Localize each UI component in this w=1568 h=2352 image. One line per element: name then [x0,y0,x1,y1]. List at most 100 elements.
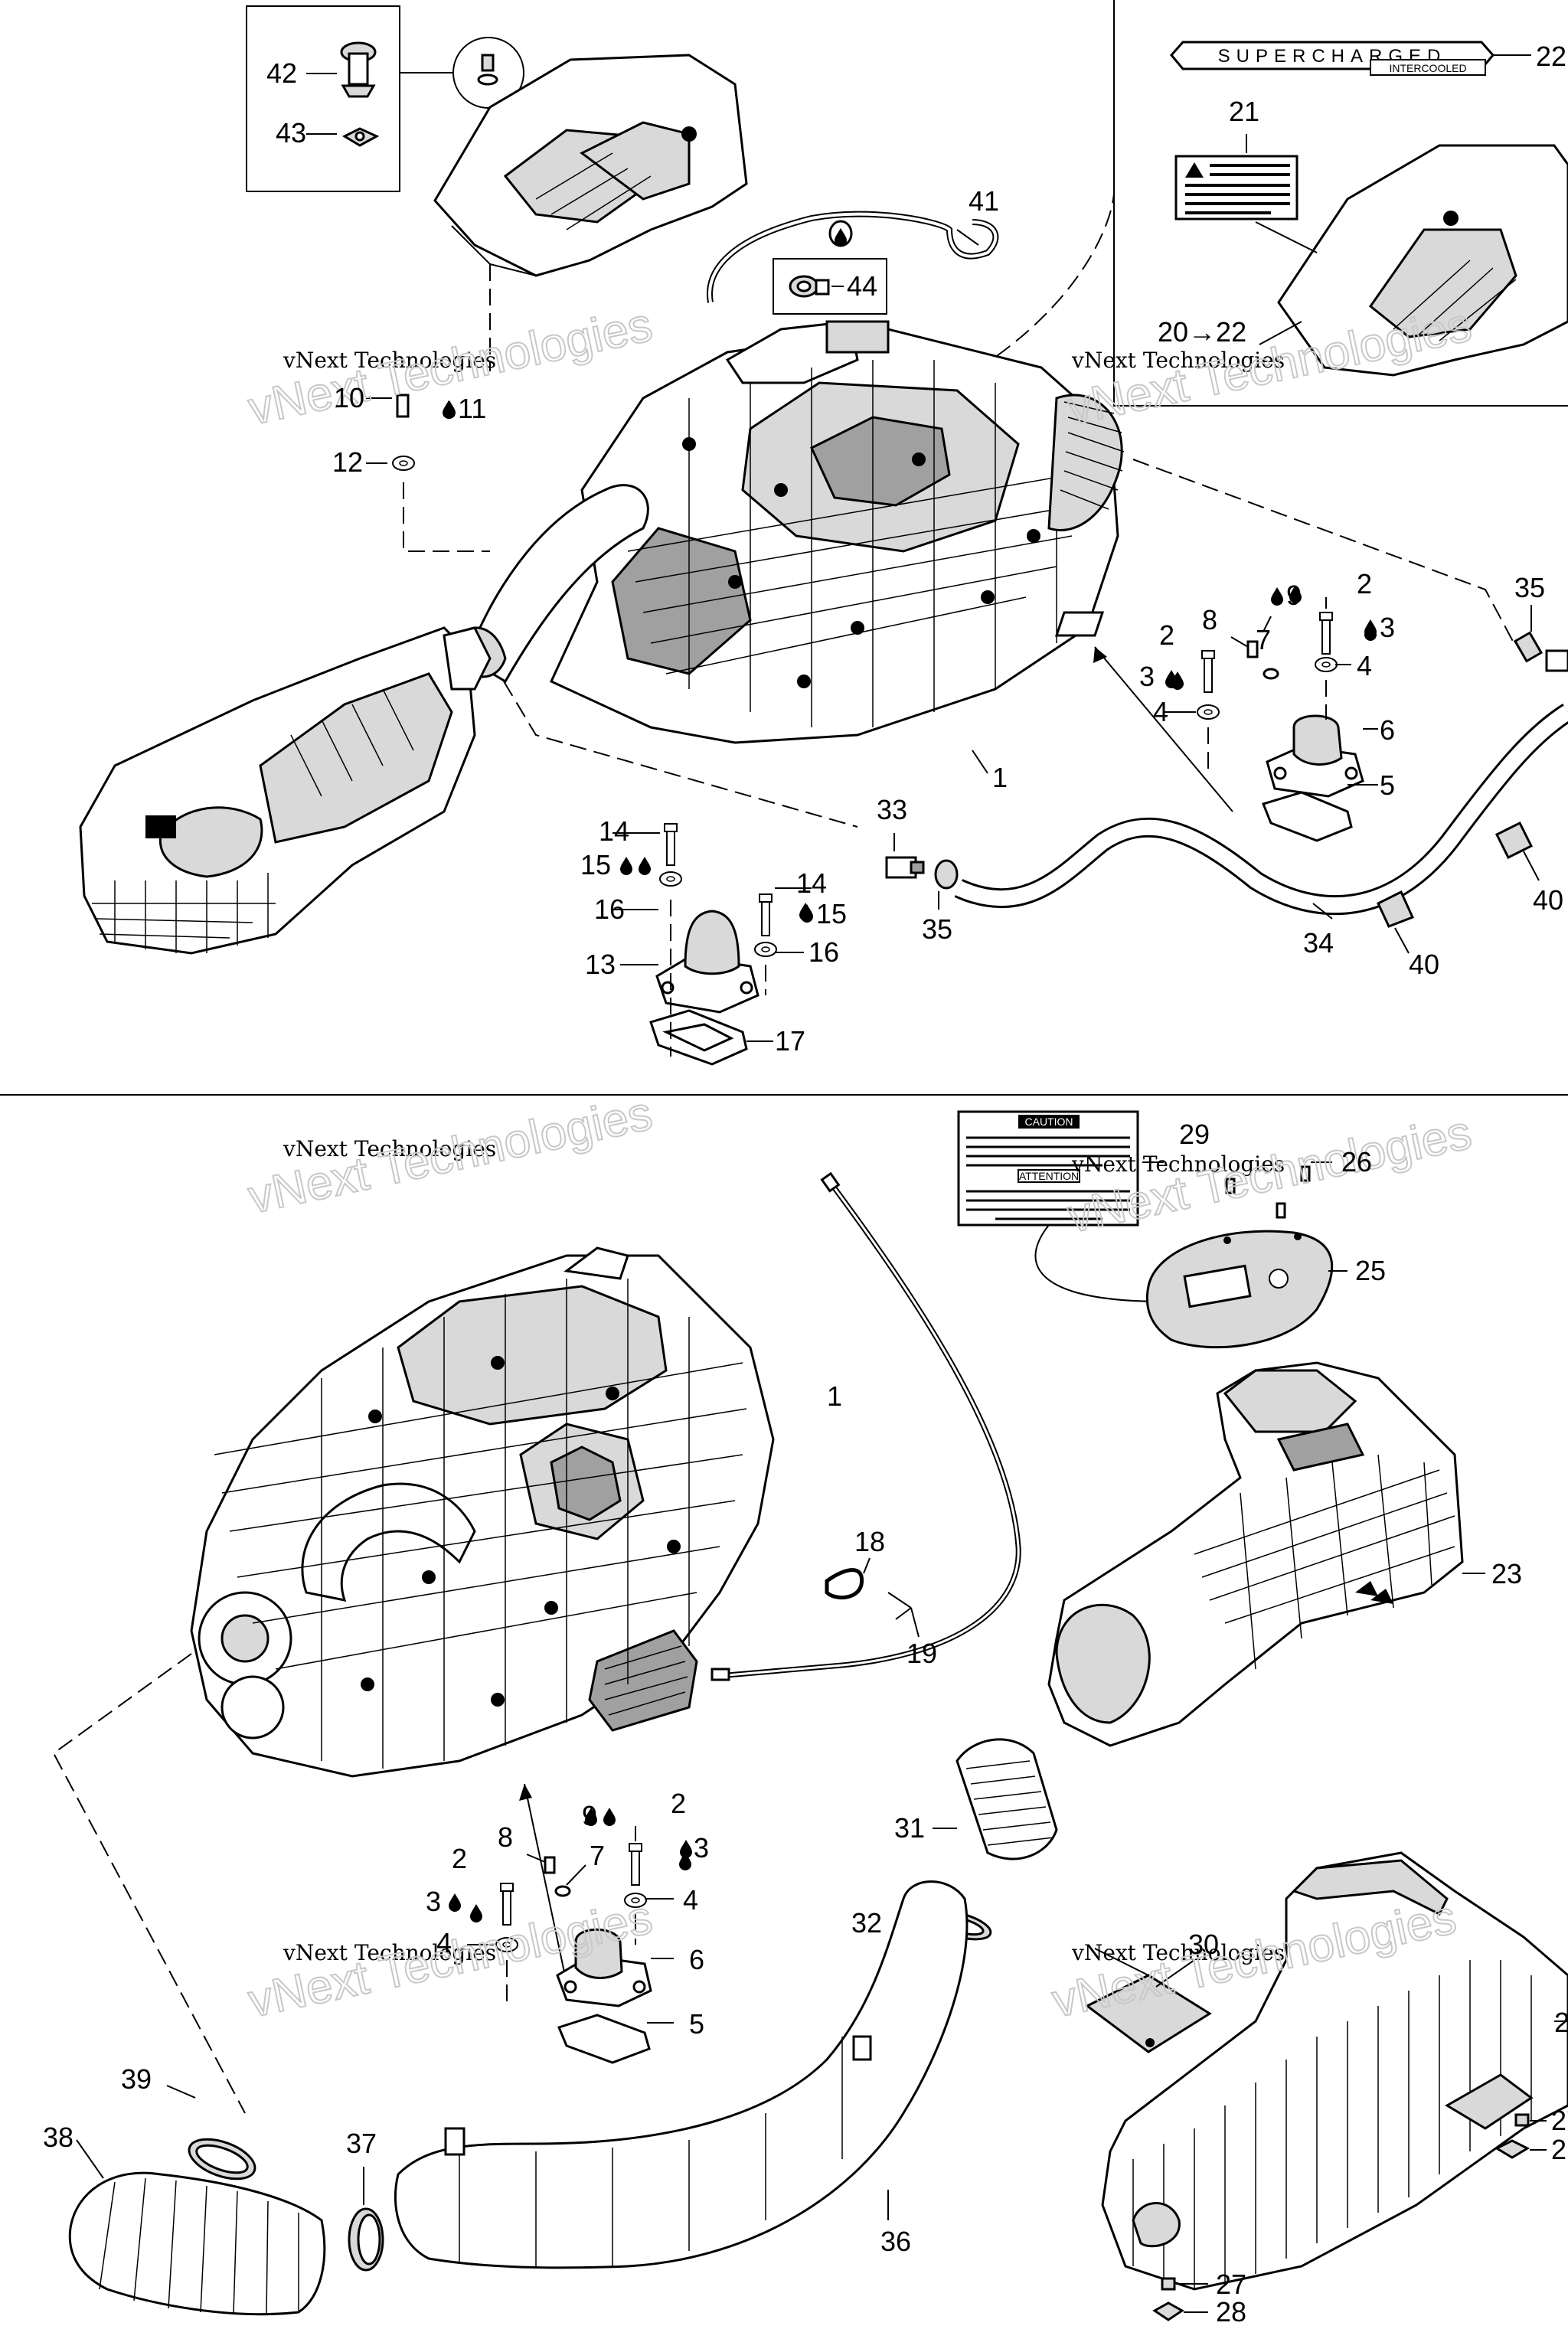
callout-43: 43 [276,117,306,149]
callout-39: 39 [121,2063,152,2095]
callout-10: 10 [334,382,364,413]
engine-mount-13 [655,910,760,1014]
engine-mount-6-top [1266,714,1364,798]
clamp-44 [789,275,830,298]
callout-34: 34 [1303,927,1334,959]
callout-4a: 4 [1357,650,1372,681]
caution-label-29: CAUTION ATTENTION [957,1110,1139,1227]
watermark-bottom-left: vNext Technologies [283,1136,496,1161]
callout-42: 42 [266,57,297,89]
sleeve-31 [956,1738,1058,1860]
callout-3b: 3 [1139,661,1155,692]
callout-2a: 2 [1357,568,1372,599]
callout-26: 26 [1341,1146,1372,1178]
callout-3a-bottom: 3 [694,1832,709,1864]
callout-33: 33 [877,794,907,825]
quick-fastener-42 [340,41,377,98]
watermark-mid-left: vNext Technologies [283,1940,496,1965]
sleeve-38 [68,2171,326,2316]
callout-38: 38 [43,2122,74,2153]
callout-14b: 14 [796,867,827,899]
mount-shim-17 [649,1009,748,1066]
callout-13: 13 [585,949,616,980]
callout-16b: 16 [808,936,839,968]
cover-30 [1085,1974,1212,2053]
callout-40a: 40 [1533,884,1563,916]
callout-27b: 27 [1216,2269,1246,2300]
callout-44: 44 [847,270,877,302]
mount-shim-5-top [1261,791,1353,842]
callout-3a: 3 [1380,612,1395,643]
engine-cover-top [433,54,748,277]
attention-text: ATTENTION [1019,1170,1079,1182]
screw-26a [1225,1178,1236,1194]
callout-2a-bottom: 2 [671,1788,686,1819]
callout-11-group: 11 [443,393,486,424]
callout-6: 6 [1380,714,1395,746]
callout-35a: 35 [1514,572,1545,603]
callouts-top: 42 43 41 44 22 21 20→22 10 11 12 35 2 9 … [266,41,1566,1057]
hose-34 [954,703,1568,916]
screw-10 [396,394,410,418]
callout-3b-bottom: 3 [426,1886,441,1917]
callout-8-bottom: 8 [498,1821,513,1853]
callout-37: 37 [346,2128,377,2159]
callout-5-bottom: 5 [689,2008,704,2040]
callout-20-22: 20→22 [1158,316,1246,348]
o-ring-18 [825,1568,864,1600]
screw-26b [1276,1202,1286,1219]
screw-8-bottom [544,1856,556,1874]
inset-box [246,5,400,192]
callout-41: 41 [969,185,999,217]
callout-1: 1 [992,762,1008,793]
plug-28-right [1494,2139,1530,2159]
callout-18: 18 [854,1526,885,1557]
callout-28a: 28 [1216,2296,1246,2328]
airbox-23 [1047,1361,1464,1747]
callout-7-bottom: 7 [590,1840,605,1871]
airbox-top [79,626,492,955]
watermark-mid-right: vNext Technologies [1071,1940,1285,1965]
callout-7: 7 [1256,624,1271,655]
callout-21: 21 [1229,96,1259,127]
callout-30: 30 [1188,1929,1219,1960]
callout-36: 36 [880,2226,911,2257]
callout-11: 11 [458,393,486,424]
callout-35b: 35 [922,913,952,945]
callout-2b: 2 [1159,619,1174,651]
callout-22: 22 [1536,41,1566,72]
intercooled-text: INTERCOOLED [1389,62,1466,74]
screw-26c [1300,1165,1311,1182]
cap-40b [1377,890,1415,928]
callout-2b-bottom: 2 [452,1843,467,1874]
callout-1-bottom: 1 [827,1380,842,1412]
engine-assembly-top [550,320,1125,744]
callout-4b-bottom: 4 [436,1927,452,1958]
plug-28-bottom [1152,2301,1184,2321]
plug-27-bottom [1161,2277,1176,2291]
plug-27-right [1514,2113,1530,2127]
engine-cover-variant [1277,144,1568,377]
clamp-39 [188,2138,256,2180]
watermark-bottom-right: vNext Technologies [1071,1152,1285,1177]
callout-9: 9 [1286,580,1302,611]
clamp-box-44 [773,258,887,315]
callout-17: 17 [775,1025,805,1057]
clamp-35a [934,859,959,890]
supercharged-decal: SUPERCHARGED INTERCOOLED [1170,41,1494,76]
variant-box-outline [1113,0,1568,407]
callout-12: 12 [332,446,363,478]
callout-23: 23 [1491,1558,1522,1589]
callout-29: 29 [1179,1119,1210,1150]
screw-8-top [1246,640,1259,658]
callout-32: 32 [851,1907,882,1939]
callout-15b: 15 [816,898,847,929]
callout-27a: 27 [1551,2105,1568,2136]
callout-4a-bottom: 4 [683,1884,698,1916]
caution-text: CAUTION [1025,1116,1073,1128]
warning-label-21 [1174,155,1298,220]
callout-4b: 4 [1153,696,1168,727]
lower-airbox-24 [1101,1851,1568,2291]
watermark-top-right: vNext Technologies [1071,348,1285,373]
intake-tube-36 [394,1880,969,2269]
